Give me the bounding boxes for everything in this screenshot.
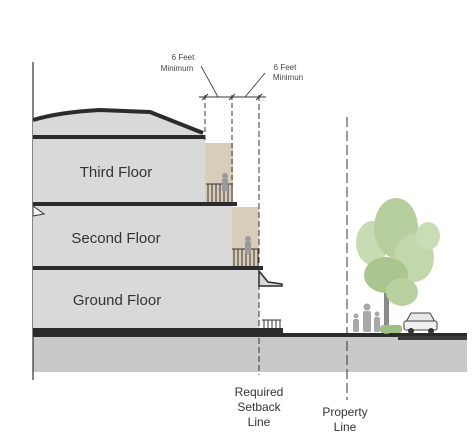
shrub [380,325,402,333]
left-dimension-label-line2: Minimum [161,64,194,73]
ground-floor-entry-rail [262,319,281,329]
roof-edge [32,108,204,135]
second-floor [33,205,232,267]
second-floor-person-icon [245,236,251,242]
left-dimension-leader [200,65,219,98]
ground-floor-label: Ground Floor [73,292,161,309]
property-line-label-2: Line [334,420,357,434]
sidewalk-curb [398,336,467,340]
second-floor-label: Second Floor [71,230,160,247]
second-floor-person-body [245,242,251,254]
dimension-ticks [201,93,263,101]
right-dimension-label-line2: Minimun [273,73,303,82]
second-floor-slab [33,202,237,206]
pedestrian-icon [353,303,380,332]
tree-icon [356,198,440,334]
right-dimension-leader [244,72,266,98]
third-floor-label: Third Floor [80,164,153,181]
car-icon [403,312,438,334]
ground-floor [33,270,259,331]
second-floor-awning [32,205,46,217]
setback-line-label-2: Setback [237,400,281,414]
right-dimension-label-line1: 6 Feet [274,63,297,72]
property-line-label-1: Property [322,405,367,419]
third-floor-balcony [205,143,233,203]
ground-line [33,333,467,337]
ground-base [33,336,467,372]
setback-line-label-3: Line [248,415,271,429]
ground-floor-slab [33,266,263,270]
third-floor-person-body [222,179,228,191]
third-floor-person-icon [222,173,228,179]
left-dimension-label-line1: 6 Feet [172,53,195,62]
ground-floor-base-slab [33,328,283,333]
third-floor-slab [33,135,205,139]
setback-line-label-1: Required [235,385,284,399]
ground-floor-canopy [258,268,283,287]
third-floor [33,138,205,204]
